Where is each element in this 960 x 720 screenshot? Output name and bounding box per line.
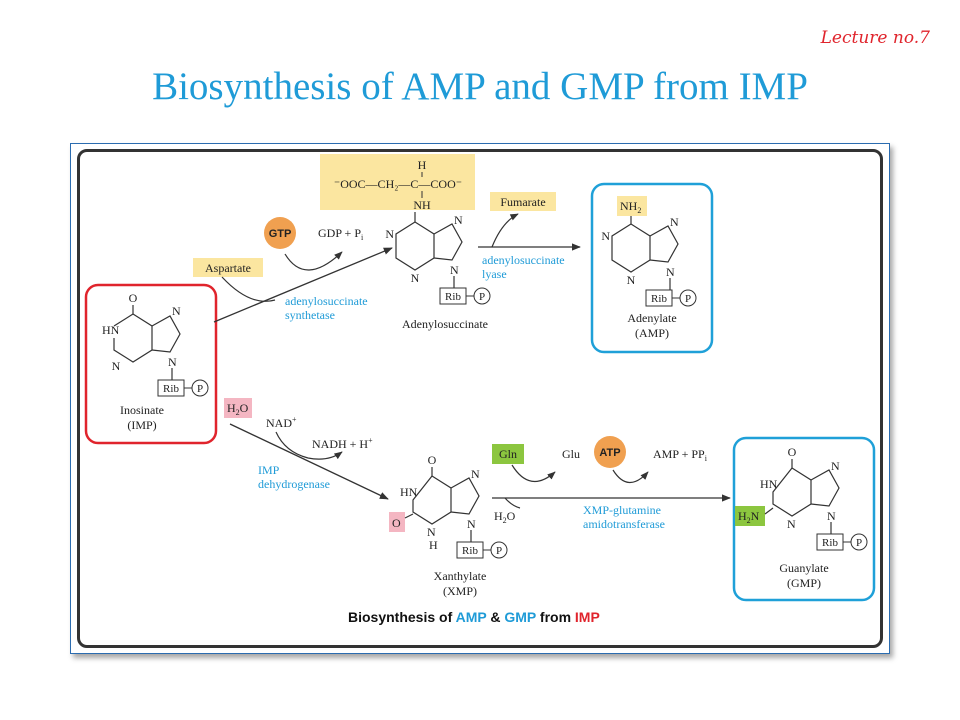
aspartate-highlight	[193, 258, 263, 277]
enzyme-xmp-amidotransferase-2: amidotransferase	[583, 517, 665, 531]
xmp-n7: N	[471, 467, 480, 481]
guanylate-structure: O HN N H2N N N Rib P Guanylate (GMP)	[735, 445, 868, 590]
lecture-tag: Lecture no.7	[820, 28, 930, 48]
gtp-out-arrow	[284, 251, 343, 271]
gtp-label: GTP	[269, 228, 292, 240]
succinyl-nh: NH	[413, 198, 431, 212]
guanylate-label: Guanylate	[779, 561, 828, 575]
xmp-n9: N	[467, 517, 476, 531]
amp-highlight-box	[590, 182, 714, 354]
amp-ppi-label: AMP + PPi	[653, 447, 708, 463]
amp-rib: Rib	[651, 293, 667, 305]
adsuc-rib: Rib	[445, 291, 461, 303]
enzyme-adenylosuccinate-synthetase-2: synthetase	[285, 308, 335, 322]
adenylate-structure: NH2 N N N N Rib P Adenylate (AMP)	[601, 196, 697, 340]
xmp-o2: O	[392, 516, 401, 530]
imp-n7: N	[172, 304, 181, 318]
xanthylate-structure: O HN N H O N N Rib P Xanthylate (XMP)	[389, 453, 508, 598]
adsuc-n1: N	[385, 227, 394, 241]
imp-n3: N	[112, 359, 121, 373]
h2o-label: H2O	[227, 401, 249, 417]
pathway-svg: O HN N N N Rib P Inosinate (IMP)	[84, 154, 876, 625]
nad-label: NAD+	[266, 415, 297, 430]
guanylate-abbr: (GMP)	[787, 576, 821, 590]
gdp-pi-label: GDP + Pi	[318, 226, 364, 242]
xmp-hn: HN	[400, 485, 418, 499]
gmp-n7: N	[831, 459, 840, 473]
atp-amp-arrow	[612, 469, 649, 484]
amp-n3: N	[627, 273, 636, 287]
amp-n9: N	[666, 265, 675, 279]
xmp-carbonyl-o: O	[428, 453, 437, 467]
enzyme-adenylosuccinate-lyase-2: lyase	[482, 267, 507, 281]
nadh-label: NADH + H+	[312, 436, 373, 451]
slide-title: Biosynthesis of AMP and GMP from IMP	[152, 65, 808, 108]
succinyl-h: H	[418, 158, 427, 172]
xmp-rib: Rib	[462, 545, 478, 557]
gmp-highlight-box	[732, 436, 876, 602]
fumarate-out-arrow	[491, 213, 519, 248]
enzyme-adenylosuccinate-synthetase-1: adenylosuccinate	[285, 294, 368, 308]
gln-label: Gln	[499, 447, 517, 461]
gmp-hn: HN	[760, 477, 778, 491]
adsuc-n3: N	[411, 271, 420, 285]
gtp-circle	[264, 217, 296, 249]
succinyl-chain: ⁻OOC—CH₂—C—COO⁻	[334, 177, 462, 191]
adenylate-abbr: (AMP)	[635, 326, 669, 340]
enzyme-adenylosuccinate-lyase-1: adenylosuccinate	[482, 253, 565, 267]
arrow-imp-to-adenylosuccinate	[213, 247, 393, 323]
xmp-phosphate: P	[496, 545, 502, 557]
xmp-h: H	[429, 538, 438, 552]
amp-n1: N	[601, 229, 610, 243]
gln-glu-arrow	[511, 464, 556, 482]
imp-phosphate: P	[197, 383, 203, 395]
gmp-n3: N	[787, 517, 796, 531]
adsuc-phosphate: P	[479, 291, 485, 303]
aspartate-label: Aspartate	[205, 261, 251, 275]
fumarate-highlight	[490, 192, 556, 211]
gmp-h2n: H2N	[738, 509, 760, 525]
adenylate-label: Adenylate	[627, 311, 676, 325]
succinyl-highlight	[320, 154, 475, 210]
xmp-n3: N	[427, 525, 436, 539]
adsuc-n7: N	[454, 213, 463, 227]
nad-arrow	[275, 431, 343, 460]
imp-hn: HN	[102, 323, 120, 337]
inosinate-structure: O HN N N N Rib P Inosinate (IMP)	[102, 291, 209, 432]
gmp-carbonyl-o: O	[788, 445, 797, 459]
imp-carbonyl-o: O	[129, 291, 138, 305]
adenylosuccinate-label: Adenylosuccinate	[402, 317, 488, 331]
arrow-imp-to-xmp	[229, 423, 389, 500]
h2o-highlight	[224, 398, 252, 418]
amp-phosphate: P	[685, 293, 691, 305]
adsuc-n9: N	[450, 263, 459, 277]
adenylosuccinate-structure: H ⁻OOC—CH₂—C—COO⁻ NH N N N N Rib P Adeny…	[334, 158, 491, 331]
pathway-diagram: O HN N N N Rib P Inosinate (IMP)	[77, 149, 883, 648]
atp-circle	[594, 436, 626, 468]
diagram-caption: Biosynthesis of AMP & GMP from IMP	[348, 609, 600, 625]
aspartate-in-arrow	[221, 276, 276, 302]
imp-highlight-box	[84, 283, 218, 445]
gmp-rib: Rib	[822, 537, 838, 549]
enzyme-imp-dehydrogenase-2: dehydrogenase	[258, 477, 330, 491]
xanthylate-label: Xanthylate	[434, 569, 487, 583]
fumarate-label: Fumarate	[500, 195, 545, 209]
gmp-phosphate: P	[856, 537, 862, 549]
inosinate-abbr: (IMP)	[127, 418, 156, 432]
amp-nh2: NH2	[620, 199, 641, 215]
xanthylate-abbr: (XMP)	[443, 584, 477, 598]
amp-n7: N	[670, 215, 679, 229]
inosinate-label: Inosinate	[120, 403, 164, 417]
gmp-n9: N	[827, 509, 836, 523]
h2o-in-arrow	[504, 497, 521, 509]
glu-label: Glu	[562, 447, 580, 461]
imp-n9: N	[168, 355, 177, 369]
atp-label: ATP	[599, 447, 620, 459]
gln-highlight	[492, 444, 524, 464]
figure-frame: O HN N N N Rib P Inosinate (IMP)	[70, 143, 890, 654]
enzyme-xmp-amidotransferase-1: XMP-glutamine	[583, 503, 661, 517]
imp-rib: Rib	[163, 383, 179, 395]
enzyme-imp-dehydrogenase-1: IMP	[258, 463, 280, 477]
h2o-bottom-label: H2O	[494, 509, 516, 525]
